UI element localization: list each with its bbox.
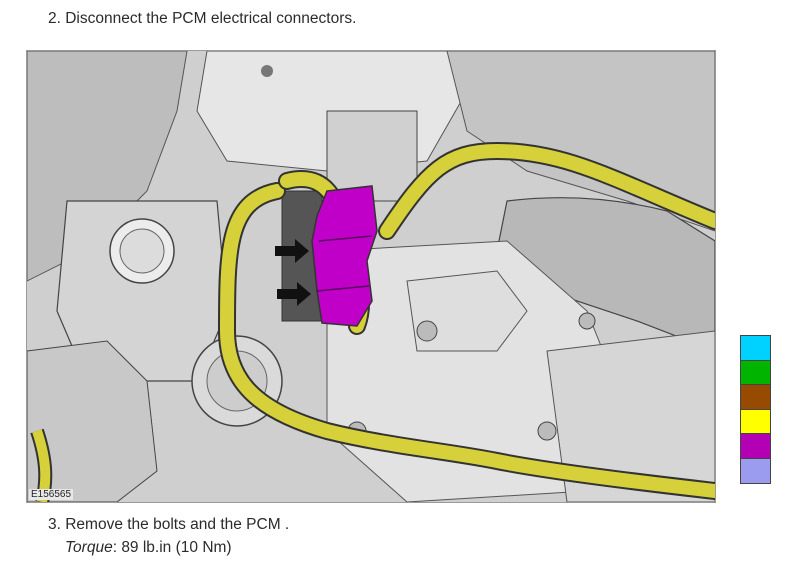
torque-value: : 89 lb.in (10 Nm) bbox=[112, 539, 232, 556]
arrow-lower-icon bbox=[277, 282, 311, 306]
figure-id: E156565 bbox=[29, 489, 74, 500]
legend-swatch-cyan bbox=[741, 336, 770, 361]
step-3-instruction: 3. Remove the bolts and the PCM . bbox=[48, 516, 290, 533]
legend-swatch-yellow bbox=[741, 409, 770, 434]
color-legend bbox=[740, 335, 771, 484]
torque-spec: Torque: 89 lb.in (10 Nm) bbox=[65, 538, 232, 558]
step-2-instruction: 2. Disconnect the PCM electrical connect… bbox=[48, 10, 357, 27]
engine-illustration: E156565 bbox=[26, 50, 716, 503]
arrow-upper-icon bbox=[275, 239, 309, 263]
legend-swatch-green bbox=[741, 360, 770, 385]
torque-label: Torque bbox=[65, 539, 113, 556]
legend-swatch-magenta bbox=[741, 434, 770, 459]
engine-drawing bbox=[27, 51, 715, 502]
legend-swatch-brown bbox=[741, 385, 770, 410]
legend-swatch-lavender bbox=[741, 458, 770, 483]
pcm-connectors bbox=[311, 185, 378, 327]
